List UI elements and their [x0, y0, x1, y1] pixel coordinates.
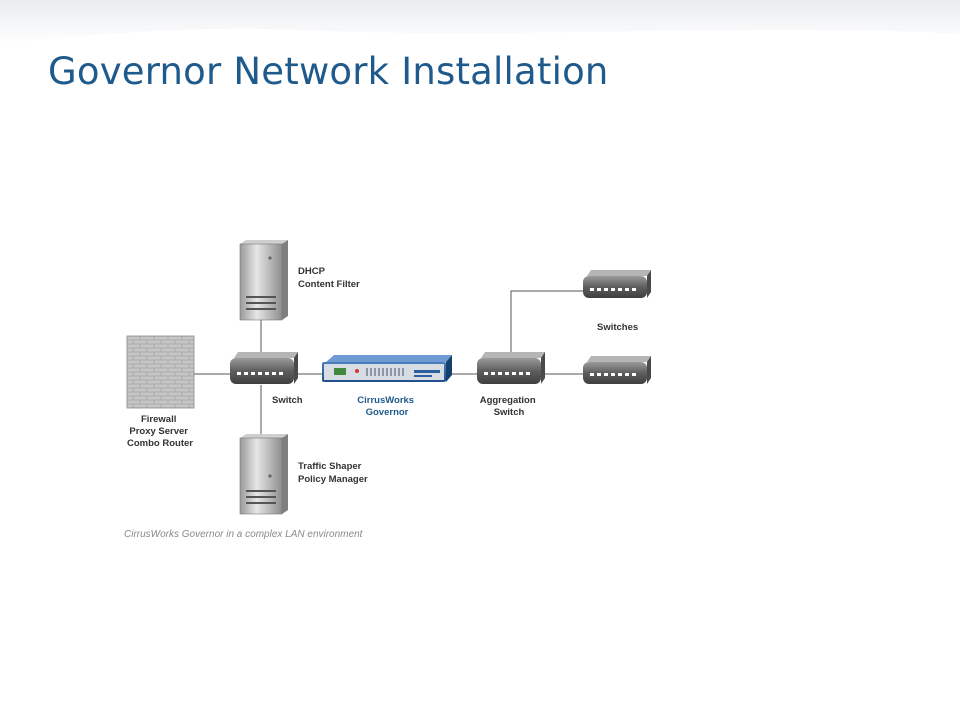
aggregation-switch-label: Aggregation Switch	[480, 395, 539, 418]
aggregation-switch-label-line-2: Switch	[494, 407, 525, 418]
dhcp-server-label-line-2: Content Filter	[298, 279, 360, 290]
edge-switch-upper-icon	[583, 270, 651, 298]
traffic-shaper-label-line-2: Policy Manager	[298, 474, 368, 485]
aggregation-switch-label-line-1: Aggregation	[480, 395, 536, 406]
governor-label: CirrusWorks Governor	[357, 395, 416, 418]
governor-label-line-2: Governor	[366, 407, 409, 418]
switches-label-line-1: Switches	[597, 322, 638, 333]
edge-switch-lower-icon	[583, 356, 651, 384]
switch-icon	[230, 352, 298, 384]
switch-label-line-1: Switch	[272, 395, 303, 406]
dhcp-server-label: DHCP Content Filter	[298, 266, 360, 290]
traffic-shaper-label: Traffic Shaper Policy Manager	[298, 461, 368, 485]
governor-label-line-1: CirrusWorks	[357, 395, 414, 406]
traffic-shaper-server-icon	[239, 434, 288, 515]
switches-label: Switches	[597, 322, 638, 333]
firewall-icon	[126, 335, 195, 409]
connections	[194, 290, 583, 434]
traffic-shaper-label-line-1: Traffic Shaper	[298, 461, 362, 472]
dhcp-server-icon	[239, 240, 288, 321]
header-swoosh	[0, 0, 960, 44]
firewall-label: Firewall Proxy Server Combo Router	[127, 414, 193, 449]
firewall-label-line-1: Firewall	[141, 414, 176, 425]
governor-appliance-icon	[322, 355, 452, 382]
page-title: Governor Network Installation	[48, 50, 609, 93]
diagram-caption: CirrusWorks Governor in a complex LAN en…	[124, 529, 364, 540]
firewall-label-line-2: Proxy Server	[129, 426, 188, 437]
switch-label: Switch	[272, 395, 303, 406]
aggregation-switch-icon	[477, 352, 545, 384]
firewall-label-line-3: Combo Router	[127, 438, 193, 449]
link-aggregation-switch-upper	[510, 290, 583, 357]
dhcp-server-label-line-1: DHCP	[298, 266, 326, 277]
